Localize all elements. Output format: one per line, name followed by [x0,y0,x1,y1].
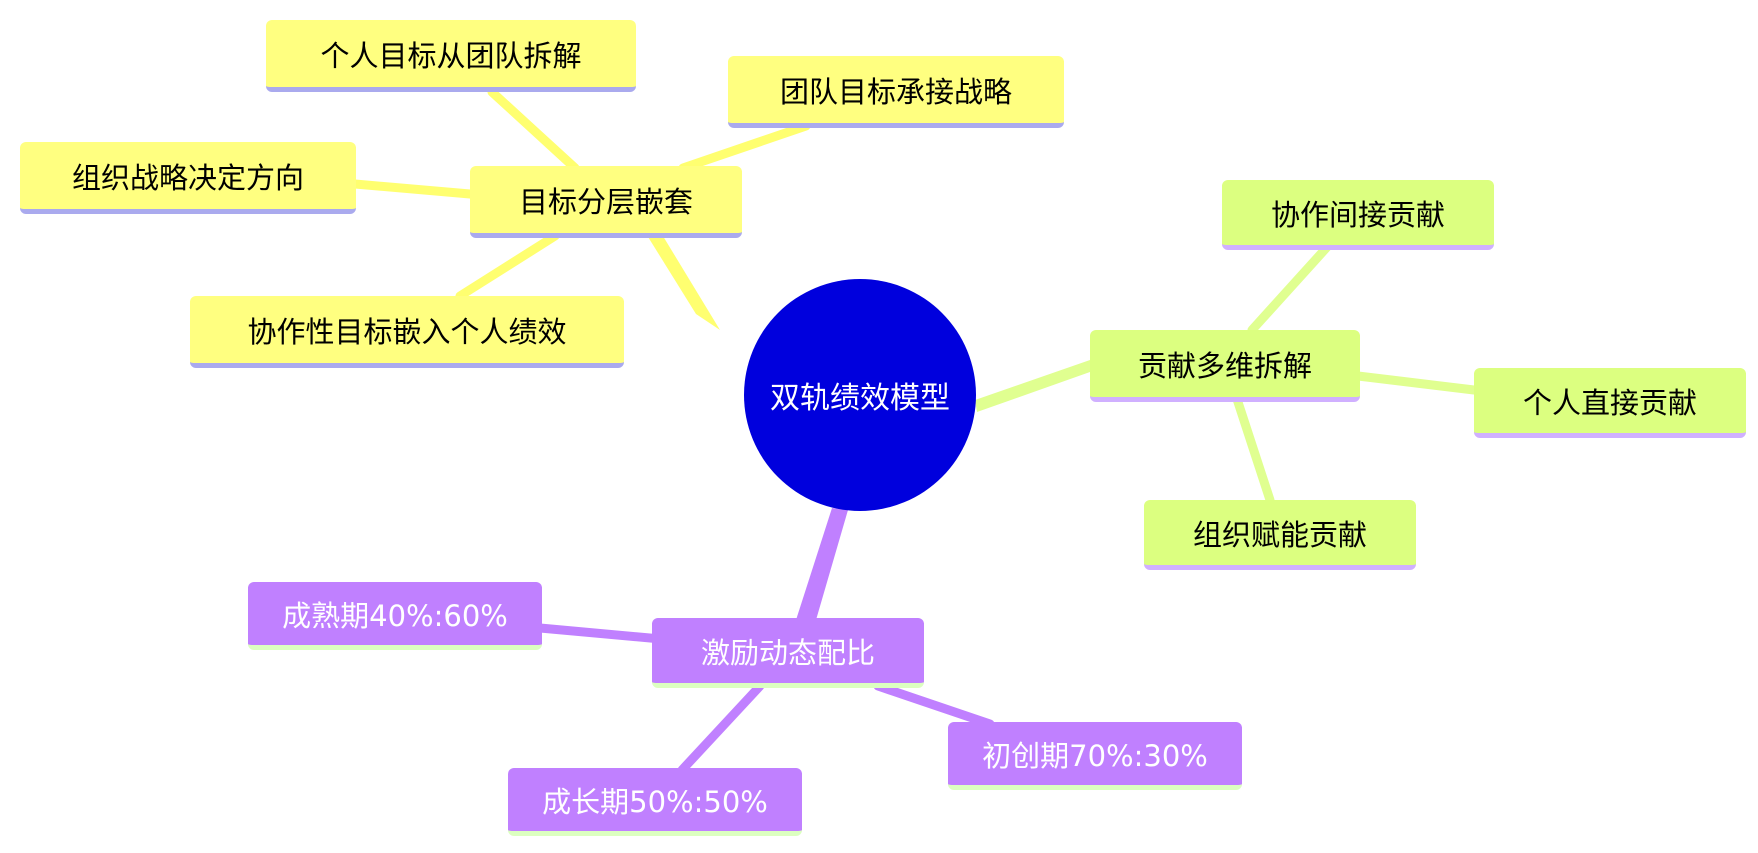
incentive-child-node-3[interactable]: 成长期50%:50% [508,768,802,836]
branch-node-incentive[interactable]: 激励动态配比 [652,618,924,688]
connector-contribution-child-1 [1247,241,1333,335]
center-node[interactable]: 双轨绩效模型 [744,279,976,511]
goal-child-node-2-label: 团队目标承接战略 [779,74,1012,109]
contribution-child-node-3-label: 组织赋能贡献 [1192,517,1367,552]
incentive-child-node-1[interactable]: 成熟期40%:60% [248,582,542,650]
branch-node-goal-label: 目标分层嵌套 [518,184,693,219]
connector-goal-child-2 [678,121,811,173]
connector-center-to-incentive [796,508,848,620]
connector-incentive-child-2 [873,681,995,729]
goal-child-node-3[interactable]: 组织战略决定方向 [20,142,356,214]
incentive-child-node-2-label: 初创期70%:30% [982,738,1208,773]
incentive-child-node-3-label: 成长期50%:50% [542,784,768,819]
connector-contribution-child-2 [1353,371,1479,395]
goal-child-node-4[interactable]: 协作性目标嵌入个人绩效 [190,296,624,368]
contribution-child-node-1[interactable]: 协作间接贡献 [1222,180,1494,250]
incentive-child-node-1-label: 成熟期40%:60% [282,598,508,633]
contribution-child-node-2-label: 个人直接贡献 [1522,385,1697,420]
branch-node-goal[interactable]: 目标分层嵌套 [470,166,742,238]
branch-node-incentive-label: 激励动态配比 [700,635,875,670]
connector-goal-child-1 [487,87,580,173]
branch-node-contribution[interactable]: 贡献多维拆解 [1090,330,1360,402]
goal-child-node-1-label: 个人目标从团队拆解 [320,38,582,73]
goal-child-node-4-label: 协作性目标嵌入个人绩效 [247,314,567,349]
connector-incentive-child-3 [677,681,765,775]
connector-incentive-child-1 [535,623,677,645]
incentive-child-node-2[interactable]: 初创期70%:30% [948,722,1242,790]
connector-center-to-contribution [975,360,1090,412]
connector-goal-child-4 [455,231,560,301]
connector-center-to-goal [640,218,720,330]
connector-contribution-child-3 [1231,391,1275,505]
goal-child-node-1[interactable]: 个人目标从团队拆解 [266,20,636,92]
goal-child-node-3-label: 组织战略决定方向 [71,160,304,195]
contribution-child-node-3[interactable]: 组织赋能贡献 [1144,500,1416,570]
branch-node-contribution-label: 贡献多维拆解 [1137,348,1312,383]
goal-child-node-2[interactable]: 团队目标承接战略 [728,56,1064,128]
center-node-label: 双轨绩效模型 [770,381,950,416]
connector-goal-child-3 [350,179,475,199]
contribution-child-node-1-label: 协作间接贡献 [1270,197,1445,232]
contribution-child-node-2[interactable]: 个人直接贡献 [1474,368,1746,438]
